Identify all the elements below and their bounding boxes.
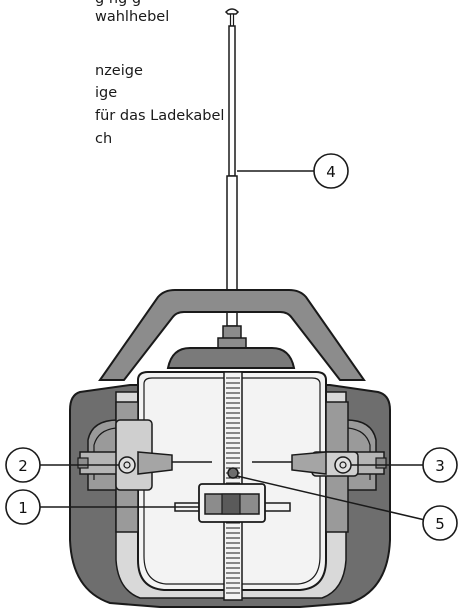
center-indicator — [227, 467, 239, 479]
callout-2: 2 — [5, 447, 41, 483]
callout-1: 1 — [5, 489, 41, 525]
callout-4-number: 4 — [326, 163, 336, 181]
callout-5-number: 5 — [435, 515, 445, 533]
right-trim-knob — [334, 456, 352, 474]
callout-2-number: 2 — [18, 457, 28, 475]
legend-line-7: ch — [95, 131, 113, 147]
left-trim-knob — [118, 456, 136, 474]
legend-line-5: ige — [95, 85, 118, 101]
carry-handle — [98, 289, 366, 381]
legend-line-4: nzeige — [95, 63, 143, 79]
legend-line-2: wahlhebel — [95, 9, 170, 25]
callout-4: 4 — [313, 153, 349, 189]
callout-5: 5 — [422, 505, 458, 541]
legend-line-6: für das Ladekabel — [95, 108, 225, 124]
right-stick-gimbal — [252, 401, 387, 533]
legend-line-1: g ng g — [95, 0, 141, 8]
switch-slider — [174, 483, 291, 523]
left-stick-gimbal — [77, 401, 212, 533]
legend-text-block: g ng g wahlhebel nzeige ige für das Lade… — [0, 0, 224, 160]
callout-3-number: 3 — [435, 457, 445, 475]
antenna — [217, 8, 247, 351]
callout-1-number: 1 — [18, 499, 28, 517]
callout-3: 3 — [422, 447, 458, 483]
callout-markers: 1 2 3 4 5 — [5, 153, 458, 541]
callout-leaders — [40, 170, 426, 521]
